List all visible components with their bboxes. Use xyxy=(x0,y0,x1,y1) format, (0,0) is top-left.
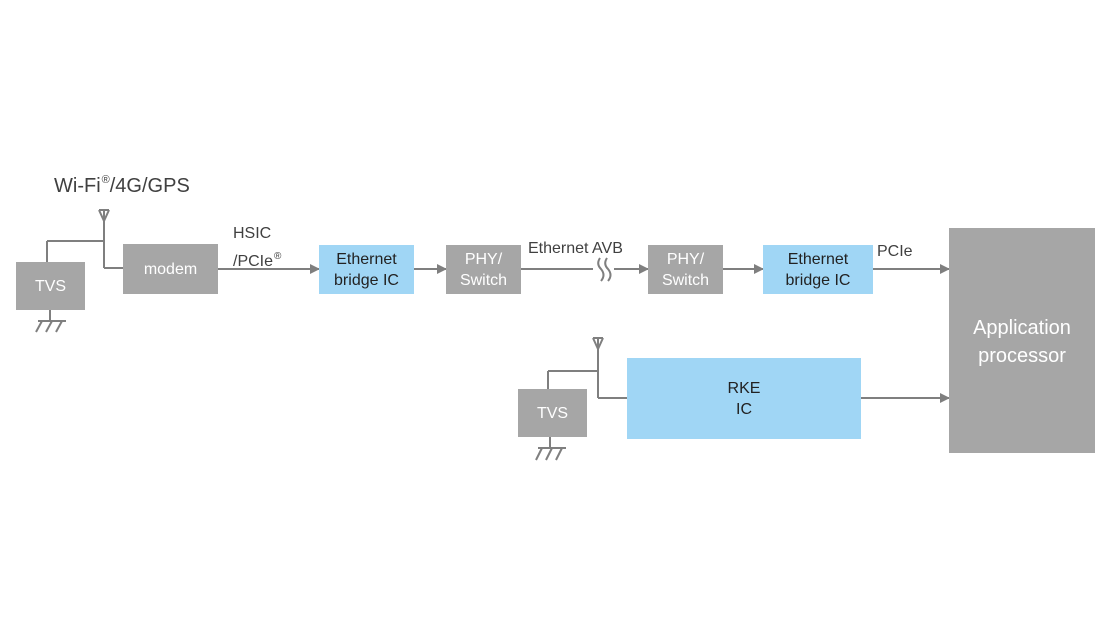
pcie-slash-label: /PCIe® xyxy=(233,248,281,271)
modem-block: modem xyxy=(123,244,218,294)
ethernet-bridge-block-2: Ethernet bridge IC xyxy=(763,245,873,294)
wifi-registered-mark: ® xyxy=(101,174,110,186)
phy-switch-1-line1: PHY/ xyxy=(464,250,503,268)
application-processor-line2: processor xyxy=(978,345,1066,367)
hsic-label: HSIC xyxy=(233,225,272,242)
ethernet-avb-label: Ethernet AVB xyxy=(528,240,623,257)
tvs-bottom-label: TVS xyxy=(536,404,569,422)
phy-switch-1-line2: Switch xyxy=(459,271,508,289)
ground-icon-top xyxy=(35,310,66,333)
phy-switch-block-1: PHY/ Switch xyxy=(446,245,521,294)
tvs-block-top: TVS xyxy=(16,262,85,310)
wifi-suffix-text: /4G/GPS xyxy=(109,175,190,197)
cable-break-icon xyxy=(597,257,612,282)
ethernet-bridge-2-line1: Ethernet xyxy=(787,250,849,268)
rke-ic-block: RKE IC xyxy=(627,358,861,439)
ground-icon-bottom xyxy=(535,437,566,461)
rke-line2: IC xyxy=(736,400,752,418)
tvs-block-bottom: TVS xyxy=(518,389,587,437)
pcie-slash-text: /PCIe xyxy=(233,253,274,270)
antenna-icon-top xyxy=(98,209,110,268)
ethernet-bridge-2-line2: bridge IC xyxy=(785,271,851,289)
phy-switch-block-2: PHY/ Switch xyxy=(648,245,723,294)
tvs-top-label: TVS xyxy=(34,277,67,295)
wifi-label: Wi-Fi®/4G/GPS xyxy=(54,168,190,198)
wifi-text: Wi-Fi xyxy=(54,175,101,197)
phy-switch-2-line1: PHY/ xyxy=(666,250,705,268)
ethernet-bridge-1-line2: bridge IC xyxy=(334,271,399,289)
pcie-label: PCIe xyxy=(877,243,913,260)
antenna-icon-bottom xyxy=(592,337,604,398)
application-processor-line1: Application xyxy=(973,317,1071,339)
pcie-registered-mark: ® xyxy=(274,251,282,262)
ethernet-bridge-block-1: Ethernet bridge IC xyxy=(319,245,414,294)
ethernet-bridge-1-line1: Ethernet xyxy=(336,250,397,268)
rke-line1: RKE xyxy=(727,379,761,397)
phy-switch-2-line2: Switch xyxy=(661,271,710,289)
application-processor-block: Application processor xyxy=(949,228,1095,453)
modem-label: modem xyxy=(143,260,198,278)
